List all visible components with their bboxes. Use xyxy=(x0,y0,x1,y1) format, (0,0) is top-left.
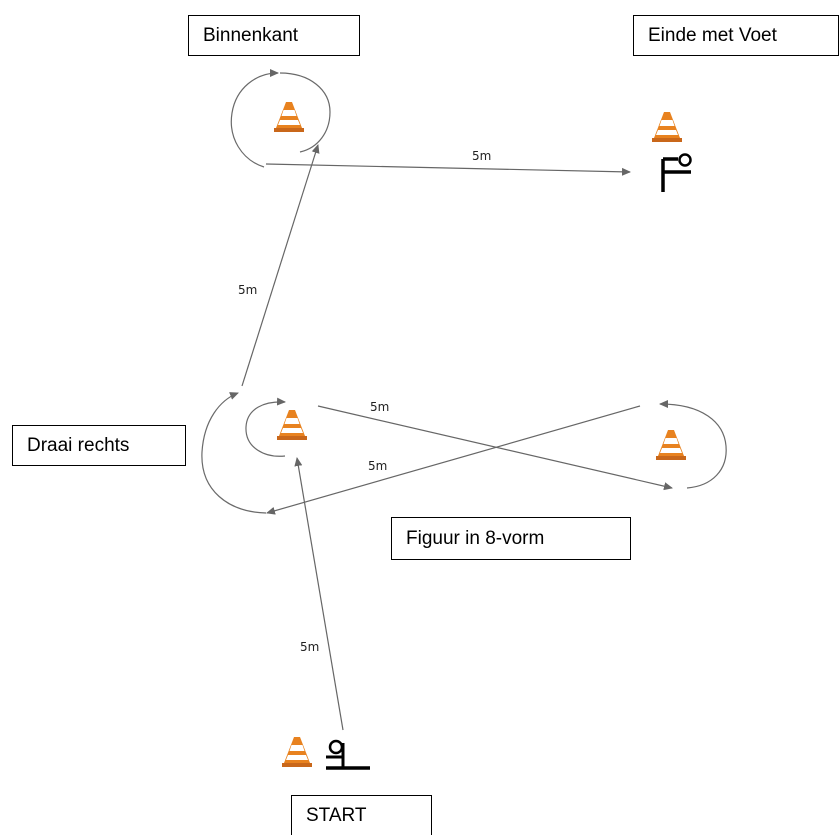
foot-on-ground-icon xyxy=(326,739,370,770)
label-binnenkant: Binnenkant xyxy=(188,15,360,56)
traffic-cone-icon xyxy=(277,410,307,440)
arrow-left-diagonal xyxy=(241,144,320,387)
distance-cross-upper: 5m xyxy=(370,400,389,414)
label-einde-met-voet: Einde met Voet xyxy=(633,15,839,56)
label-start: START xyxy=(291,795,432,835)
arrow-start-leg xyxy=(294,457,344,731)
traffic-cone-icon xyxy=(274,102,304,132)
traffic-cone-icon xyxy=(656,430,686,460)
distance-cross-lower: 5m xyxy=(368,459,387,473)
distance-left-diagonal: 5m xyxy=(238,283,257,297)
distance-start-leg: 5m xyxy=(300,640,319,654)
loop-top-right xyxy=(279,72,331,153)
label-draai-rechts: Draai rechts xyxy=(12,425,186,466)
loop-outer-left xyxy=(201,392,267,514)
traffic-cone-icon xyxy=(282,737,312,767)
foot-raised-icon xyxy=(661,153,692,192)
loop-inner-left xyxy=(245,397,286,457)
label-figuur-8-vorm: Figuur in 8-vorm xyxy=(391,517,631,560)
loop-right xyxy=(659,400,727,489)
arrow-top xyxy=(265,163,631,176)
arrow-cross-lower xyxy=(266,405,641,515)
traffic-cone-icon xyxy=(652,112,682,142)
loop-top xyxy=(230,69,279,168)
distance-top: 5m xyxy=(472,149,491,163)
